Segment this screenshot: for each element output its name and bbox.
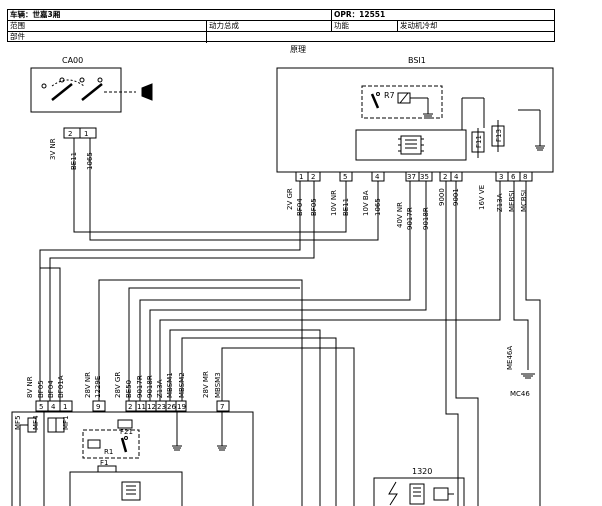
bsi-c5-wire: 9000: [438, 188, 446, 206]
f13-label: F13: [495, 129, 503, 142]
bl-c1-wire: BF01A: [57, 375, 65, 398]
scope-value: 动力总成: [206, 21, 331, 31]
bl-c2-pin: 9: [96, 403, 100, 411]
ca00-wire: BE11: [70, 152, 78, 170]
key-switch-icon: [41, 77, 136, 101]
bl-c3-pin: 26: [167, 403, 176, 411]
ground-label: ME46A: [506, 346, 514, 370]
function-label: 功能: [331, 21, 397, 31]
bsi-c6-wire: Z13A: [496, 193, 504, 212]
bl-c1-wire: BF04: [47, 380, 55, 398]
bsi-c4-wire: 9017R: [406, 207, 414, 230]
bl-c2-type: 28V NR: [84, 372, 92, 398]
bl-c1-type: 8V NR: [26, 376, 34, 398]
bsi-c2-pin: 5: [343, 173, 347, 181]
bl-c3-type: 28V GR: [114, 372, 122, 398]
ca00-conn-type: 3V NR: [49, 138, 57, 160]
bsi-c5-pin: 4: [454, 173, 459, 181]
relay-r7-icon: [370, 92, 433, 119]
function-value: 发动机冷却: [397, 21, 556, 31]
bsi-c3-type: 10V BA: [362, 190, 370, 216]
bl-c3-wire: Z13A: [156, 379, 164, 398]
bl-c1-pin: 1: [63, 403, 67, 411]
bsi-c1-wire: BF04: [296, 198, 304, 216]
scope-label: 范围: [10, 21, 25, 30]
bsi-c1-pin: 2: [311, 173, 315, 181]
f21-label: F21: [120, 428, 133, 436]
bsi1-label: BSI1: [408, 56, 426, 65]
bsi-c6-wire: MEBSI: [508, 190, 516, 212]
part-label: 部件: [10, 32, 25, 41]
bl-c3-wire: 9018R: [146, 375, 154, 398]
opr-label: OPR：12551: [331, 10, 556, 20]
bsi-c6-pin: 6: [511, 173, 516, 181]
chip-icon: [398, 135, 424, 155]
bsi-c6-pin: 8: [523, 173, 527, 181]
bl-c1-pin: 5: [39, 403, 43, 411]
relay-r1-icon: [87, 436, 128, 453]
bl-c3-pin: 12: [147, 403, 156, 411]
part-value: [206, 32, 556, 43]
bl-c4-type: 28V MR: [202, 371, 210, 398]
ca00-pin: 2: [68, 130, 72, 138]
bsi-c4-pin: 35: [420, 173, 429, 181]
mf1-label: MF1: [62, 415, 70, 430]
bsi-c5-wire: 9001: [452, 188, 460, 206]
bsi-c1-type: 2V GR: [286, 188, 294, 210]
bsi-c4-type: 40V NR: [396, 202, 404, 228]
bsi-c4-wire: 9018R: [422, 207, 430, 230]
bl-c3-wire: MBSM2: [178, 372, 186, 398]
vehicle-label: 车辆：世嘉3厢: [10, 10, 61, 19]
bl-c3-pin: 11: [137, 403, 146, 411]
bsi-c3-pin: 4: [375, 173, 380, 181]
bl-c4-wire: MBSM3: [214, 372, 222, 398]
bsi-c2-wire: BE11: [342, 198, 350, 216]
relay-r7-box: [361, 85, 443, 119]
key-icon: [141, 83, 153, 101]
f1-label: F1: [100, 459, 108, 467]
bsi-c4-pin: 37: [407, 173, 416, 181]
bsi1-box: [276, 67, 554, 173]
bsi-ecu-block: [355, 129, 467, 161]
ca00-label: CA00: [62, 56, 83, 65]
mf5-label: MF5: [14, 415, 22, 430]
chip-icon: [121, 481, 141, 501]
info-header: 车辆：世嘉3厢 OPR：12551 范围 动力总成 功能 发动机冷却 部件: [7, 9, 556, 43]
bl-c4-pin: 7: [220, 403, 224, 411]
principle-label: 原理: [290, 45, 306, 54]
bsi-c2-type: 10V NR: [330, 190, 338, 216]
bl-c2-wire: 1229E: [94, 376, 102, 398]
ecu-1320-box: [373, 477, 465, 506]
fuse-f21: [117, 419, 133, 429]
bl-c3-wire: MBSM1: [166, 372, 174, 398]
f11-label: F11: [475, 135, 483, 148]
ca00-box: [30, 67, 122, 113]
bl-c3-wire: BE50: [125, 380, 133, 398]
bl-c3-wire: 9017R: [136, 375, 144, 398]
bsi-c6-type: 16V VE: [478, 185, 486, 210]
engine-ecu-icon: [388, 481, 454, 506]
ecu-block: [69, 471, 183, 506]
bsi-c3-wire: 1065: [374, 198, 382, 216]
bsi-c6-wire: MCBSI: [520, 190, 528, 212]
relay-r1-box: [82, 429, 140, 459]
bl-c3-pin: 2: [128, 403, 132, 411]
bsi-c1-wire: BF05: [310, 198, 318, 216]
r7-label: R7: [384, 91, 395, 100]
ca00-pin: 1: [84, 130, 88, 138]
mf4-label: MF4: [32, 415, 40, 430]
ecu-1320-label: 1320: [412, 467, 432, 476]
r1-label: R1: [104, 448, 113, 456]
ca00-wire: 1065: [86, 152, 94, 170]
bl-c1-pin: 4: [51, 403, 56, 411]
bottom-left-box: [11, 411, 254, 506]
mc46-label: MC46: [510, 390, 530, 398]
bsi-c1-pin: 1: [299, 173, 303, 181]
bl-c3-pin: 19: [177, 403, 186, 411]
bl-c3-pin: 23: [157, 403, 166, 411]
bsi-c5-pin: 2: [443, 173, 447, 181]
bl-c1-wire: BF05: [37, 380, 45, 398]
bsi-c6-pin: 3: [499, 173, 503, 181]
